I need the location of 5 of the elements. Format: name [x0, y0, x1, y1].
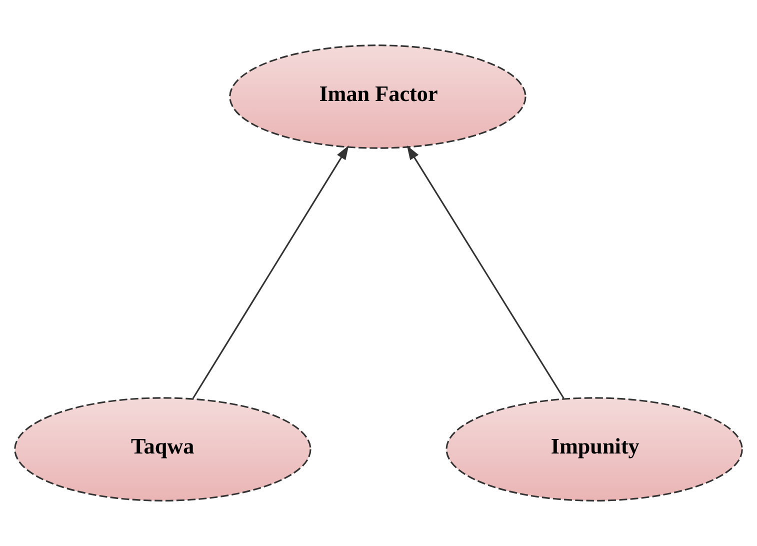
- arrow: [192, 145, 349, 399]
- node-ellipse: Taqwa: [14, 397, 312, 502]
- node-ellipse: Impunity: [446, 397, 743, 502]
- arrow: [406, 145, 564, 399]
- node-ellipse: Iman Factor: [229, 44, 526, 149]
